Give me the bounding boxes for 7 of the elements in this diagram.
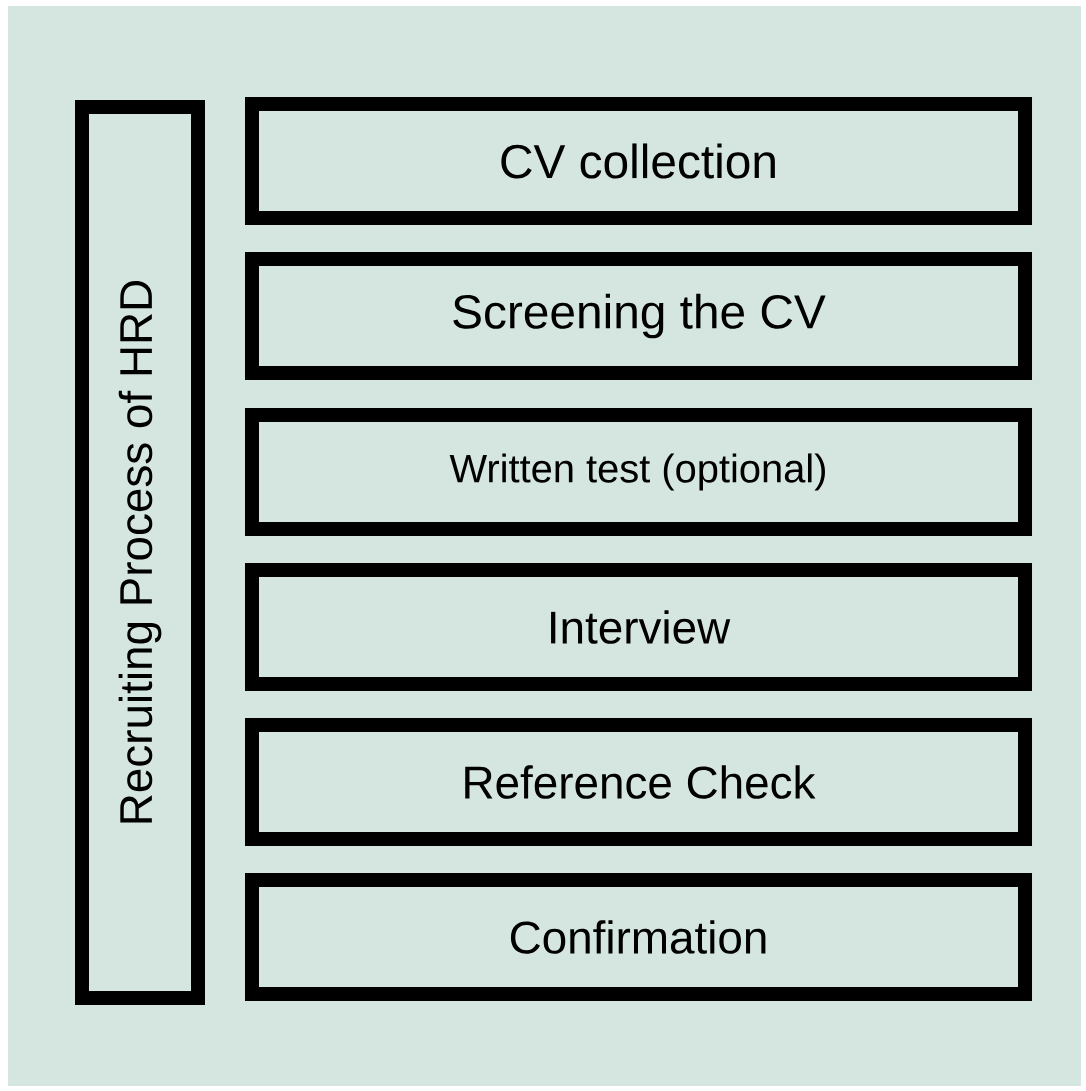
- step-box: CV collection: [245, 97, 1032, 225]
- step-box: Interview: [245, 563, 1032, 691]
- step-box: Reference Check: [245, 718, 1032, 846]
- title-box: Recruiting Process of HRD: [75, 100, 205, 1005]
- step-box: Screening the CV: [245, 252, 1032, 380]
- step-box: Confirmation: [245, 873, 1032, 1001]
- step-box: Written test (optional): [245, 408, 1032, 536]
